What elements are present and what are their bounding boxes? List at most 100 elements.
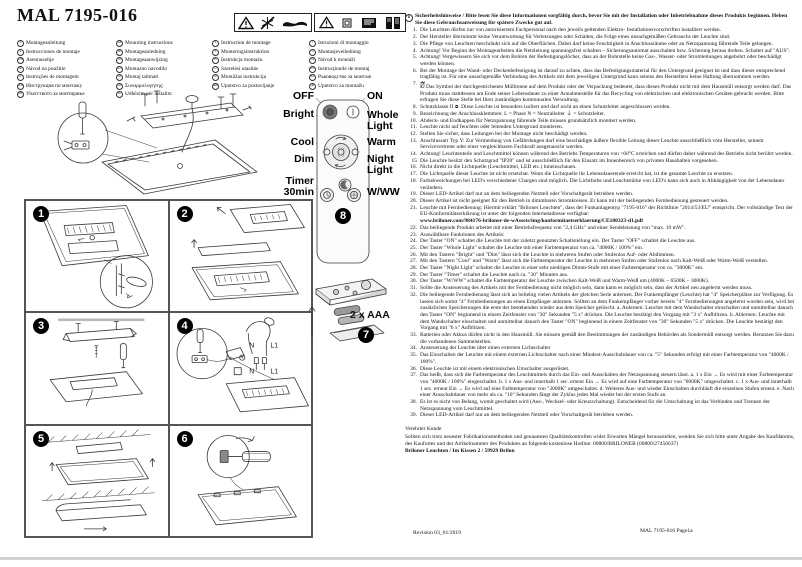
item-number: 10. (410, 117, 417, 124)
wire-label-l1-2: L1 (270, 369, 278, 376)
item-text: Sollte die Ansteuerung des Artikels mit … (420, 285, 753, 292)
lang-label: Montasjeveiledning (318, 48, 361, 55)
item-text: Mit den Tastern "Bright" und "Dim" lässt… (420, 251, 676, 258)
instruction-item: 23.Auswählbare Funktionen des Artikels: (405, 232, 795, 239)
lang-label: Instrucţiunile de montaj (318, 65, 370, 72)
item-text: Bei der Montage der Wand- oder Deckenbef… (420, 67, 786, 81)
page-edge-strip (0, 557, 802, 560)
item-text: Bezeichnung der Anschlussklemmen: L = Ph… (420, 110, 606, 117)
item-number: 7. (412, 81, 417, 88)
instruction-item: 24.Der Taster "ON" schaltet die Leuchte … (405, 238, 795, 245)
instruction-item: 31.Sollte die Ansteuerung des Artikels m… (405, 285, 795, 292)
item-text: Leuchte mit Fernbedienung: Hiermit erklä… (420, 204, 793, 218)
item-text: Dieser LED-Artikel darf nur an dem beili… (420, 412, 634, 419)
item-number: 15 (411, 157, 418, 164)
remote-label-cool: Cool (290, 136, 314, 148)
item-number: 6. (412, 67, 417, 74)
lang-flag-icon: RO (309, 65, 316, 73)
instructions-column: D Sicherheitshinweise / Bitte lesen Sie … (405, 13, 795, 455)
weee-bin-icon (420, 81, 425, 88)
step-1-art (39, 205, 153, 309)
lang-label: Montageanleitung (26, 40, 66, 47)
step-3-art (49, 318, 145, 407)
item-number: 3. (412, 40, 417, 47)
item-text: Das Einschalten der Leuchte mit einem ex… (420, 352, 789, 365)
item-text: Mit den Tastern "Cool" und "Warm" lässt … (420, 258, 769, 265)
lang-flag-icon: AL (116, 91, 123, 98)
item-text: Schutzklasse II ⧈. Diese Leuchte ist bes… (420, 104, 671, 111)
step-8-marker: 8 (335, 208, 351, 224)
instruction-item: 38.Es ist es nicht von Belang, womit ges… (405, 399, 795, 412)
step-4-art: N L1 N L1 (176, 317, 309, 413)
item-number: 23. (410, 231, 417, 238)
lang-label: Instrucciones de montaje (26, 48, 80, 55)
lang-label: Montaj talimati (125, 74, 159, 81)
instruction-item: 7. Das Symbol der durchgestrichenen Müll… (405, 81, 795, 104)
assembly-steps-grid: 1 2 (24, 199, 313, 538)
lang-label: Monteringsinstruktion (221, 48, 270, 55)
item-number: 8. (412, 104, 417, 111)
item-text: Auswählbare Funktionen des Artikels: (420, 231, 505, 238)
item-number: 20. (410, 197, 417, 204)
item-number: 28. (410, 265, 417, 272)
lang-label: Udhëzim për instalim (125, 91, 172, 98)
item-number: 2. (412, 34, 417, 41)
instruction-item: 10.Abdeck- und Endkappen für Netzspannun… (405, 118, 795, 125)
item-number: 30. (410, 278, 417, 285)
lang-label: Montāžas instrukcija (221, 74, 267, 81)
item-text: Der Taster "Night Light" schaltet die Le… (420, 265, 704, 272)
item-text: Batterien oder Akkus dürfen nicht in den… (420, 332, 794, 345)
step-3-cell: 3 (25, 312, 169, 425)
step-number: 5 (33, 430, 49, 447)
instruction-item: 27.Mit den Tastern "Cool" und "Warm" läs… (405, 258, 795, 265)
item-text: Farbabweichungen bei LED's verschiedener… (420, 177, 785, 191)
warning-triangle-icon (319, 16, 335, 29)
battery-figure: 2 x AAA 7 (300, 275, 404, 355)
item-text: Achtung! Vor Beginn der Montagearbeiten … (420, 47, 791, 54)
lang-label: Instrukcja montażu (221, 57, 263, 64)
instruction-item: 30.Der Taster "W/WW" schaltet die Farbte… (405, 278, 795, 285)
lang-flag-icon: GB (116, 40, 123, 47)
item-text: Nicht direkt in die Lichtquelle (Leuchtm… (420, 164, 577, 171)
lang-flag-icon: TR (116, 74, 123, 81)
instruction-item: 5.Achtung! Vergewissern Sie sich vor dem… (405, 54, 795, 67)
item-text: Der Taster "W/WW" schaltet die Farbtempe… (420, 278, 710, 285)
item-number: 24. (410, 238, 417, 245)
conformity-url-link[interactable]: www.briloner.com/984176-briloner-de-wAss… (420, 218, 644, 225)
instruction-item: 18.Farbabweichungen bei LED's verschiede… (405, 178, 795, 191)
customer-body: Sollten sich trotz neuester Fabrikations… (405, 433, 795, 447)
item-number: 32. (410, 291, 417, 298)
instruction-item: 32.Die beiliegende Fernbedienung lässt s… (405, 292, 795, 332)
item-number: 11. (410, 124, 417, 131)
lang-label: Montazno navodilo (125, 65, 168, 72)
item-number: 18. (410, 177, 417, 184)
no-frost-icon (260, 15, 276, 30)
lang-flag-icon: SRB (212, 82, 219, 90)
item-number: 5. (412, 54, 417, 61)
instruction-item: 22.Das beiliegende Produkt arbeitet mit … (405, 225, 795, 232)
instruction-item: 25.Der Taster "Whole Light" schaltet die… (405, 245, 795, 252)
item-text: Achtung! Vergewissern Sie sich vor dem B… (420, 54, 782, 67)
step-number: 4 (176, 318, 193, 335)
step-6-art (197, 434, 297, 525)
item-number: 19. (410, 191, 417, 198)
item-number: 37. (410, 372, 417, 379)
item-text: Abdeck- und Endkappen für Netzspannung f… (420, 117, 637, 124)
lang-label: Instruction de montage (221, 40, 271, 47)
